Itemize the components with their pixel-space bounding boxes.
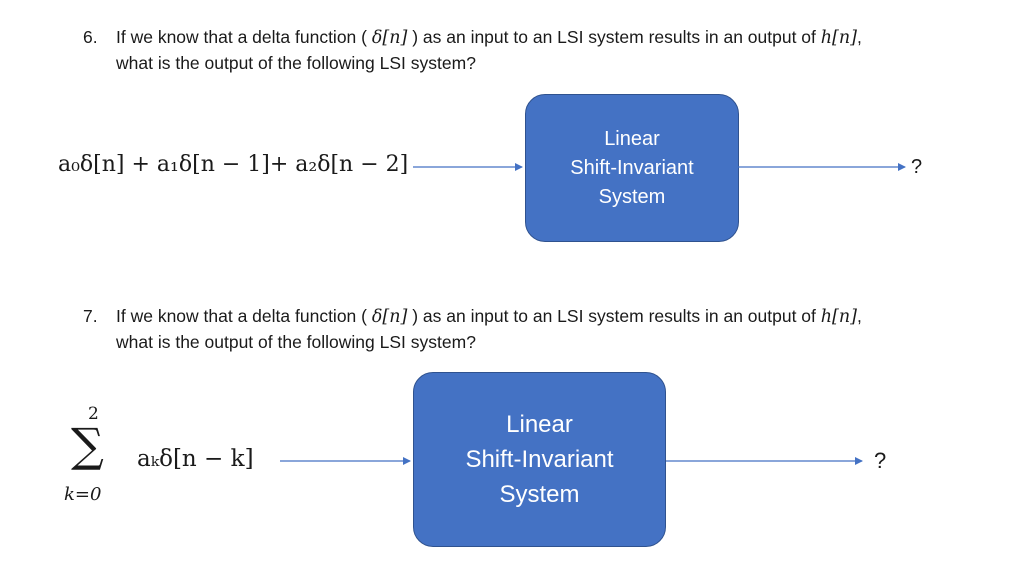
question-7-sum-symbol: ∑ — [71, 418, 104, 472]
question-7-box-line-1: Linear — [506, 411, 573, 438]
question-7-box-line-3: System — [499, 481, 580, 508]
question-7-sum-upper-limit: 2 — [88, 404, 99, 424]
question-6: 6. If we know that a delta function ( δ[… — [83, 24, 983, 80]
question-7-sum-term: aₖδ[n − k] — [137, 446, 254, 472]
question-7: 7. If we know that a delta function ( δ[… — [83, 303, 983, 359]
question-6-text-middle: ) as an input to an LSI system results i… — [412, 27, 816, 47]
question-6-box-line-2: Shift-Invariant — [570, 156, 694, 179]
question-6-text-end: , — [856, 27, 862, 47]
question-6-impulse-response: h[n] — [820, 28, 857, 48]
question-7-impulse-response: h[n] — [820, 307, 857, 327]
question-7-output: ? — [874, 448, 887, 473]
question-6-output: ? — [911, 156, 923, 178]
question-6-box-line-1: Linear — [604, 127, 660, 150]
question-7-number: 7. — [83, 306, 98, 326]
question-7-lsi-system-box: Linear Shift-Invariant System — [413, 372, 666, 547]
question-6-lsi-system-box: Linear Shift-Invariant System — [525, 94, 739, 242]
question-7-box-line-2: Shift-Invariant — [465, 446, 614, 473]
question-7-text-before: If we know that a delta function ( — [116, 306, 367, 326]
question-7-delta-input: δ[n] — [371, 307, 408, 327]
question-6-line-2: what is the output of the following LSI … — [116, 53, 476, 73]
question-7-text-middle: ) as an input to an LSI system results i… — [412, 306, 816, 326]
question-6-text-before: If we know that a delta function ( — [116, 27, 367, 47]
question-7-line-2: what is the output of the following LSI … — [116, 332, 476, 352]
question-6-line-1: If we know that a delta function ( δ[n] … — [116, 24, 862, 51]
question-6-delta-input: δ[n] — [371, 28, 408, 48]
question-7-text-end: , — [856, 306, 862, 326]
question-6-number: 6. — [83, 27, 98, 47]
question-7-sum-lower-limit: k=0 — [64, 484, 102, 505]
question-7-line-1: If we know that a delta function ( δ[n] … — [116, 303, 862, 330]
question-6-input-expression: a₀δ[n] + a₁δ[n − 1]+ a₂δ[n − 2] — [58, 152, 409, 177]
question-6-box-line-3: System — [598, 185, 666, 208]
